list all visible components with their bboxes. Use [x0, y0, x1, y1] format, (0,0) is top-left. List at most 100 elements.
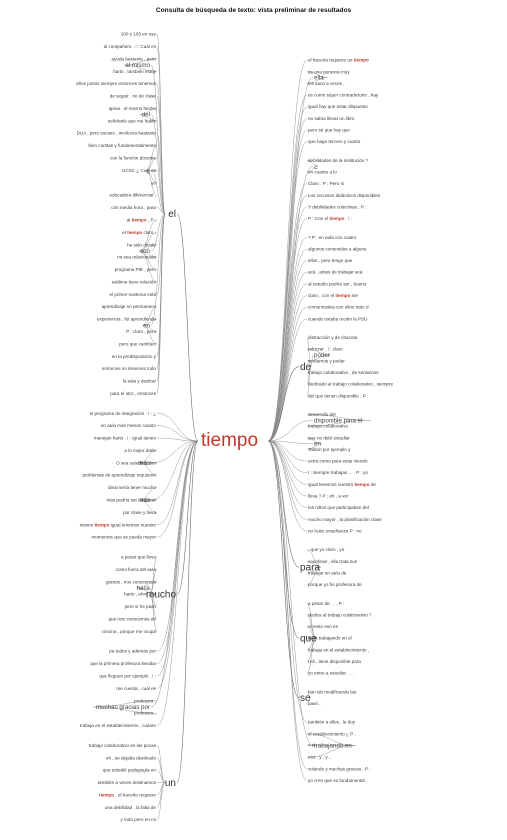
tree-leaf-phrase[interactable]: y todo pero en mi	[121, 817, 157, 822]
tree-leaf-phrase[interactable]: trabaja en el establecimiento ,	[308, 647, 369, 652]
tree-leaf-phrase[interactable]: me cuesta , cuál es	[116, 686, 156, 691]
tree-leaf-phrase[interactable]: tiempo , el hacerle requiere	[99, 792, 156, 797]
tree-leaf-phrase[interactable]: al estudio podría ser , bueno	[308, 281, 367, 286]
tree-leaf-phrase[interactable]: dedicado al trabajo colaborativo , siemp…	[308, 382, 393, 387]
tree-leaf-phrase[interactable]: igual tenemos nuestro tiempo de	[308, 482, 376, 487]
tree-sub-hub[interactable]: con	[140, 248, 151, 255]
tree-leaf-phrase[interactable]: que nos conocemos de	[108, 616, 156, 621]
tree-leaf-phrase[interactable]: educadora diferencial ,	[110, 193, 156, 198]
tree-leaf-phrase[interactable]: la sala y dedicar	[123, 379, 157, 384]
tree-leaf-phrase[interactable]: eso , y , y ,	[308, 755, 330, 760]
tree-leaf-phrase[interactable]: pa todos y además por	[109, 649, 156, 654]
tree-leaf-phrase[interactable]: Claro . P : Pero si	[308, 181, 344, 186]
tree-leaf-phrase[interactable]: trabajo colaborativo	[308, 424, 349, 429]
tree-leaf-phrase[interactable]: en cuanto a lo	[308, 169, 337, 174]
tree-leaf-phrase[interactable]: yo	[151, 180, 156, 185]
tree-leaf-phrase[interactable]: al compañero . ! : Cuál es	[104, 44, 157, 49]
tree-leaf-phrase[interactable]: trabajo colaborativo , de sentarnos	[308, 370, 379, 375]
tree-leaf-phrase[interactable]: profesora ,	[134, 711, 156, 716]
tree-leaf-phrase[interactable]: 100 y 103 en ese	[121, 32, 157, 37]
tree-leaf-phrase[interactable]: no sea relacionada	[117, 255, 156, 260]
tree-leaf-phrase[interactable]: O sea usted/es dan	[116, 460, 156, 465]
tree-leaf-phrase[interactable]: sublime tiene relación	[112, 279, 157, 284]
tree-leaf-phrase[interactable]: los niños que participaban del	[308, 505, 369, 510]
tree-leaf-phrase[interactable]: entonces no tenemos todo	[102, 366, 157, 371]
tree-hub-word[interactable]: para	[300, 563, 320, 574]
tree-leaf-phrase[interactable]: el programa de integración . ! : ¿	[90, 411, 157, 416]
tree-leaf-phrase[interactable]: no sabía llenar un libro	[308, 116, 355, 121]
tree-leaf-phrase[interactable]: el resto eso es	[308, 624, 339, 629]
tree-sub-hub[interactable]: más	[138, 460, 150, 467]
tree-leaf-phrase[interactable]: por clase y lleva	[123, 510, 156, 515]
tree-sub-hub[interactable]: al mismo	[125, 62, 150, 69]
tree-leaf-phrase[interactable]: yo entre a estudiar . . .	[308, 671, 354, 676]
tree-leaf-phrase[interactable]: en aula más menos cuanto	[101, 423, 157, 428]
tree-leaf-phrase[interactable]: granos , nos conocemos	[106, 579, 157, 584]
tree-leaf-phrase[interactable]: profesora ,	[134, 698, 156, 703]
tree-leaf-phrase[interactable]: UCSC ¿ Cuál es	[122, 168, 157, 173]
tree-leaf-phrase[interactable]: ellos , pero tengo que	[308, 258, 353, 263]
tree-leaf-phrase[interactable]: que no debí estudiar	[308, 435, 350, 440]
tree-leaf-phrase[interactable]: con media hora , para	[111, 205, 156, 210]
tree-leaf-phrase[interactable]: claro , con el tiempo ser	[308, 293, 359, 298]
tree-leaf-phrase[interactable]: no hubo enseñanza P : no	[308, 529, 362, 534]
tree-leaf-phrase[interactable]: problemas de aprendizaje requieren	[82, 473, 156, 478]
tree-leaf-phrase[interactable]: años juntos siempre entonces tenemos	[76, 81, 157, 86]
tree-leaf-phrase[interactable]: solicitarle que me hable	[108, 118, 157, 123]
tree-leaf-phrase[interactable]: trabaja en el establecimiento , cuánto	[80, 723, 157, 728]
tree-leaf-phrase[interactable]: pero sé que hay que	[308, 128, 350, 133]
tree-leaf-phrase[interactable]: lleva ? P : eh , a ver	[308, 494, 349, 499]
tree-leaf-phrase[interactable]: ? P :	[308, 743, 317, 748]
tree-sub-hub[interactable]: muchas gracias por	[96, 704, 150, 711]
tree-leaf-phrase[interactable]: el primer sustema está	[110, 292, 157, 297]
tree-leaf-phrase[interactable]: pero si he paso	[125, 604, 157, 609]
tree-sub-hub[interactable]: ¿	[146, 167, 150, 174]
tree-leaf-phrase[interactable]: , que yo claro , yo	[308, 547, 345, 552]
tree-leaf-phrase[interactable]: porque yo fui profesora de	[308, 582, 362, 587]
tree-leaf-phrase[interactable]: coordinar , ella trata sus	[308, 559, 358, 564]
tree-leaf-phrase[interactable]: DUA , pero escaso , involucra bastante	[77, 131, 157, 136]
tree-leaf-phrase[interactable]: ajena , el mismo hecho	[109, 106, 157, 111]
tree-hub-word[interactable]: un	[165, 778, 176, 789]
tree-leaf-phrase[interactable]: mucho mayor , la planificación clase	[308, 517, 382, 522]
tree-leaf-phrase[interactable]: que estudió pedagogía en	[103, 768, 157, 773]
tree-leaf-phrase[interactable]: bien cortitas y fundamentalmente	[88, 143, 156, 148]
tree-leaf-phrase[interactable]: como fuera del aula	[116, 567, 157, 572]
tree-sub-hub[interactable]: ¿	[314, 163, 318, 170]
tree-sub-hub[interactable]: en	[143, 322, 150, 329]
tree-leaf-phrase[interactable]: el tiempo claro ,	[122, 230, 156, 235]
tree-leaf-phrase[interactable]: Util , tiene disponible para	[308, 659, 361, 664]
tree-leaf-phrase[interactable]: programa PIE , pero	[115, 267, 157, 272]
tree-leaf-phrase[interactable]: reforzar . ! : claro	[308, 347, 343, 352]
tree-sub-hub[interactable]: trabajando en	[314, 742, 352, 749]
tree-leaf-phrase[interactable]: el hacerla requiere un tiempo	[308, 58, 369, 63]
tree-leaf-phrase[interactable]: comunicativa con ellos trato d	[308, 305, 369, 310]
tree-hub-word[interactable]: mucho	[146, 590, 176, 601]
tree-leaf-phrase[interactable]: I : siempre trabajan . . . P : yo	[308, 470, 368, 475]
tree-leaf-phrase[interactable]: experiencia , fui aprendiendo	[97, 317, 156, 322]
tree-leaf-phrase[interactable]: cincina , porque me ocupa	[102, 629, 156, 634]
tree-leaf-phrase[interactable]: P : claro , pero	[126, 329, 156, 334]
tree-leaf-phrase[interactable]: aprendizaje no permanece	[102, 304, 157, 309]
tree-leaf-phrase[interactable]: el establecimiento ¿ P :	[308, 731, 356, 736]
tree-leaf-phrase[interactable]: momentos que se pueda mayor	[91, 535, 156, 540]
tree-leaf-phrase[interactable]: pero que cambien	[119, 341, 156, 346]
tree-leaf-phrase[interactable]: para el otro , entonces	[110, 391, 156, 396]
tree-hub-word[interactable]: se	[300, 693, 311, 704]
tree-leaf-phrase[interactable]: ha sido donde	[127, 242, 156, 247]
tree-leaf-phrase[interactable]: del que tienen disponible . P :	[308, 393, 368, 398]
tree-leaf-phrase[interactable]: también a ellos , le doy	[308, 720, 356, 725]
tree-leaf-phrase[interactable]: P : Con el tiempo . ! :	[308, 216, 352, 221]
tree-sub-hub[interactable]: ella	[314, 75, 324, 82]
tree-leaf-phrase[interactable]: algunos contenidos a alguno	[308, 246, 367, 251]
tree-leaf-phrase[interactable]: al tiempo , P :	[127, 217, 156, 222]
tree-leaf-phrase[interactable]: sentarnos y poder	[308, 358, 345, 363]
tree-leaf-phrase[interactable]: volando y muchas gracias . P :	[308, 766, 370, 771]
tree-leaf-phrase[interactable]: igual hay que estar dispuesto	[308, 104, 368, 109]
tree-sub-hub[interactable]: disponible para el	[314, 417, 363, 424]
tree-leaf-phrase[interactable]: que hago tercero y cuarto	[308, 139, 361, 144]
tree-sub-hub[interactable]: poder	[314, 352, 330, 359]
tree-leaf-phrase[interactable]: manejan harto . ! : Igual tienen	[94, 436, 157, 441]
tree-leaf-phrase[interactable]: yo creo que es fundamental	[308, 778, 365, 783]
tree-leaf-phrase[interactable]: trabajo colaborativo en las pocas	[89, 743, 157, 748]
